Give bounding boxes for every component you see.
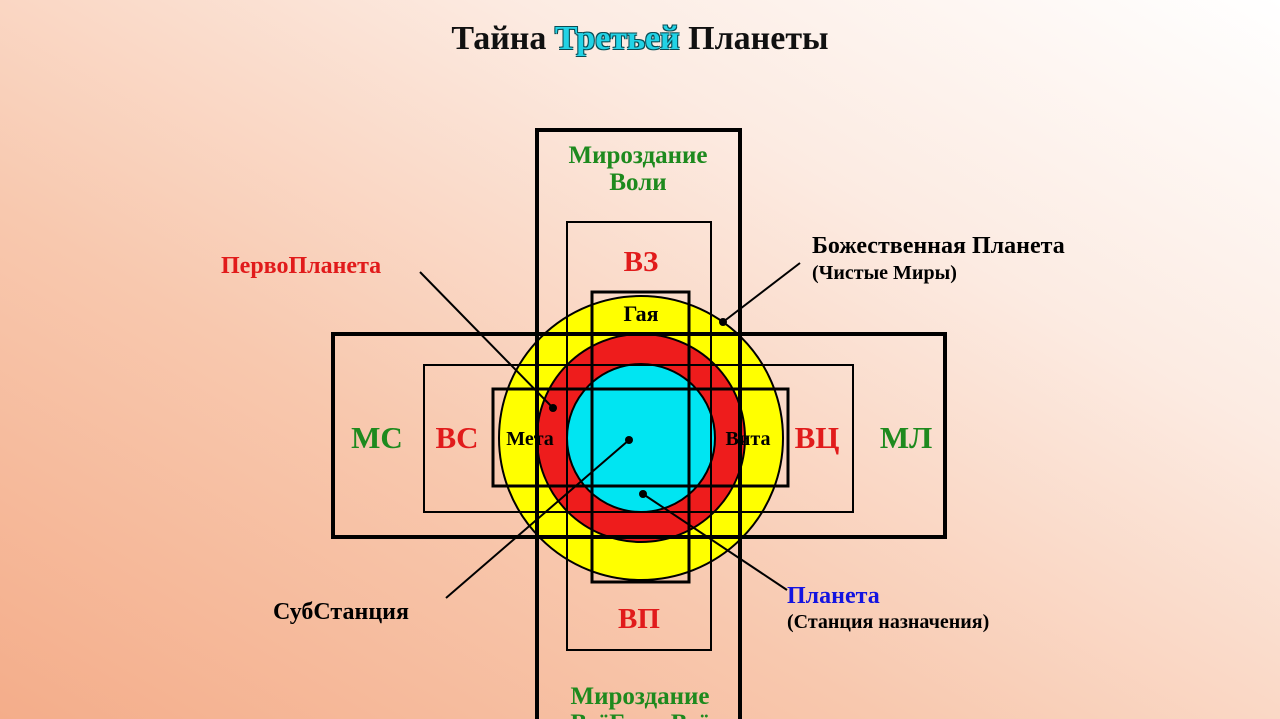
label-gaya: Гая (624, 301, 659, 326)
label-ms: МС (351, 420, 403, 455)
cyan-core-planet (566, 363, 716, 513)
callout-planet-sub: (Станция назначения) (787, 611, 989, 633)
callout-pervoplaneta: ПервоПланета (221, 253, 381, 279)
title-part2: Третьей (554, 20, 680, 57)
page-title: Тайна Третьей Планеты (0, 20, 1280, 58)
vertical-arm-outer (535, 128, 742, 719)
bottom-block-label-line1: Мироздание (570, 683, 709, 710)
bottom-block-label-line2: ВсёБытьВсё (570, 710, 709, 719)
label-meta: Мета (506, 428, 554, 450)
label-vs: ВС (435, 420, 478, 455)
callout-lines (419, 262, 801, 599)
horizontal-block-inner (423, 364, 854, 513)
horizontal-block-innermost (491, 387, 790, 488)
label-vz: ВЗ (624, 246, 659, 278)
label-ml: МЛ (880, 420, 932, 455)
top-block-label-line2: Воли (609, 169, 666, 196)
callout-dots (549, 318, 727, 498)
callout-substation: СубСтанция (273, 599, 409, 625)
horizontal-arm-outer (331, 332, 947, 539)
top-block-label-line1: Мироздание (568, 142, 707, 169)
vertical-block-innermost (590, 290, 691, 584)
vertical-block-inner (566, 221, 712, 651)
title-part1: Тайна (451, 20, 547, 57)
callout-divine-planet: Божественная Планета (812, 233, 1065, 259)
callout-divine-planet-sub: (Чистые Миры) (812, 262, 957, 284)
title-part3: Планеты (688, 20, 829, 57)
label-vp: ВП (618, 603, 660, 635)
label-vita: Вита (726, 428, 771, 450)
callout-planet: Планета (787, 583, 880, 609)
label-vts: ВЦ (795, 420, 840, 455)
